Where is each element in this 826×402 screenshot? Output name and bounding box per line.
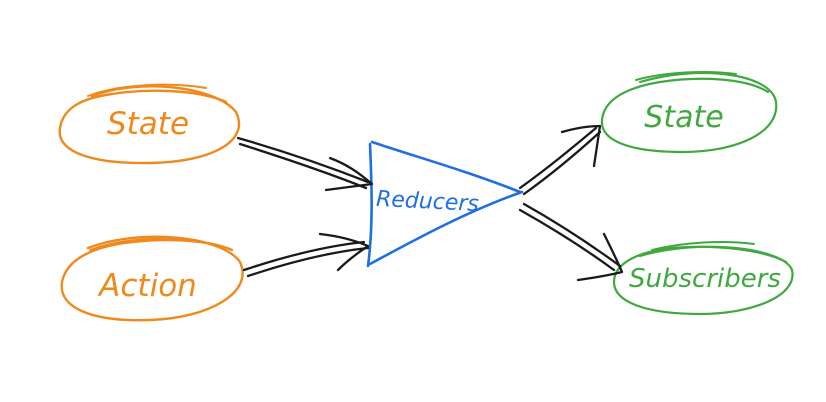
node-subscribers: Subscribers [612, 241, 794, 316]
state-in-ellipse-swash [87, 83, 207, 97]
state-out-label: State [644, 100, 723, 135]
node-state-out: State [600, 71, 778, 154]
arrow-reducers-to-state [518, 124, 602, 196]
node-state-in: State [58, 83, 241, 165]
action-in-ellipse [60, 235, 244, 322]
state-out-ellipse [600, 71, 778, 154]
arrow-state-to-reducers [236, 136, 374, 192]
state-out-ellipse-swash [635, 71, 737, 81]
reducers-triangle [366, 140, 524, 268]
state-in-ellipse [58, 85, 241, 165]
subscribers-label: Subscribers [629, 264, 781, 294]
reducers-label: Reducers [375, 187, 479, 217]
action-in-ellipse-swash [89, 237, 205, 251]
state-in-label: State [107, 106, 189, 142]
node-action-in: Action [60, 235, 244, 322]
arrow-reducers-to-subscribers [518, 202, 624, 282]
subscribers-ellipse-swash [651, 241, 755, 251]
arrow-action-to-reducers [242, 232, 370, 278]
node-reducers: Reducers [366, 140, 524, 268]
action-in-label: Action [97, 268, 197, 304]
subscribers-ellipse [612, 245, 794, 316]
